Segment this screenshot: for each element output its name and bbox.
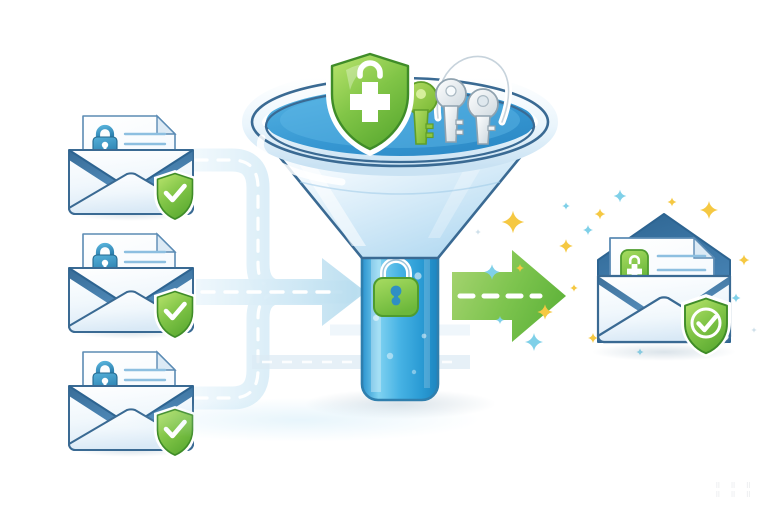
key-silver-2 <box>467 88 499 145</box>
keyring-icon <box>404 52 513 145</box>
shield-check-icon <box>681 294 731 357</box>
stem-padlock-icon <box>373 257 419 317</box>
shield-lock-icon <box>326 48 414 156</box>
key-silver-1 <box>435 78 467 143</box>
scene-glow <box>120 398 480 442</box>
watermark: ⠿ ⠿ ⠿ ⠿ ⠿ ⠿ <box>715 482 754 499</box>
output-arrow[interactable] <box>452 250 566 342</box>
funnel-stem <box>360 242 440 402</box>
envelope-output[interactable] <box>592 213 736 361</box>
